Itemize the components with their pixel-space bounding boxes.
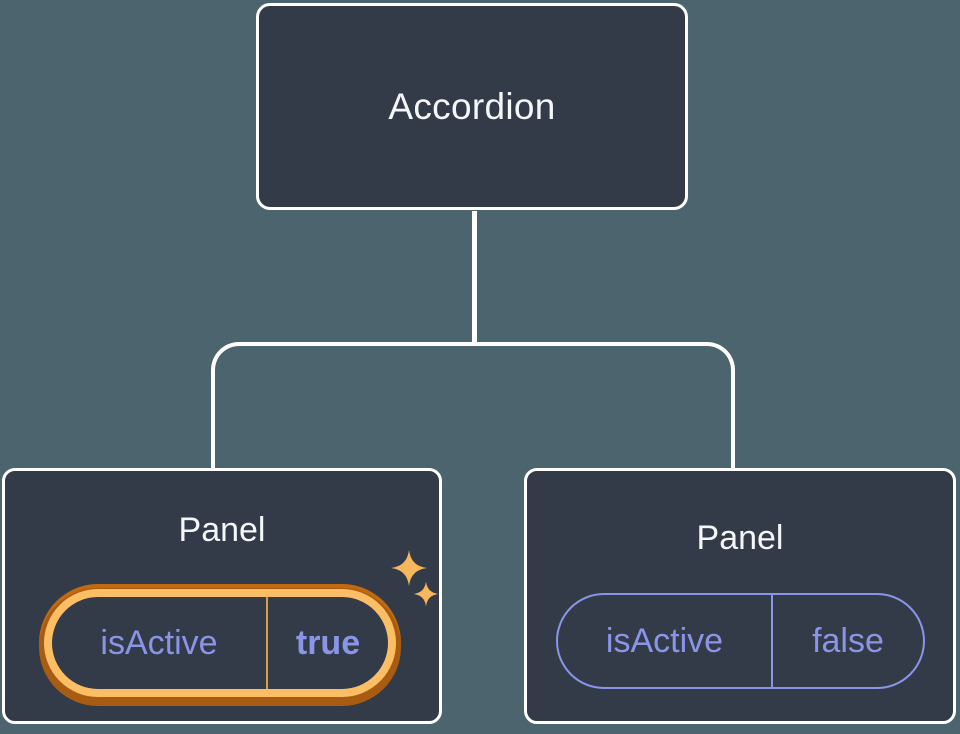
- sparkle-icon: [390, 549, 428, 587]
- node-panel-active: Panel isActive true: [2, 468, 442, 724]
- state-value: false: [812, 621, 884, 660]
- node-panel-inactive: Panel isActive false: [524, 468, 956, 724]
- node-accordion: Accordion: [256, 3, 688, 210]
- state-name: isActive: [52, 597, 268, 689]
- connector-stem: [472, 211, 477, 344]
- node-panel-label: Panel: [178, 511, 266, 549]
- state-pill-inactive: isActive false: [556, 593, 925, 689]
- state-value: true: [295, 623, 361, 662]
- sparkle-icon: [413, 581, 439, 607]
- node-panel-label: Panel: [696, 519, 784, 557]
- node-accordion-label: Accordion: [388, 85, 556, 127]
- state-pill-active: isActive true: [44, 589, 396, 697]
- state-name: isActive: [558, 595, 773, 687]
- connector-branch: [211, 342, 735, 468]
